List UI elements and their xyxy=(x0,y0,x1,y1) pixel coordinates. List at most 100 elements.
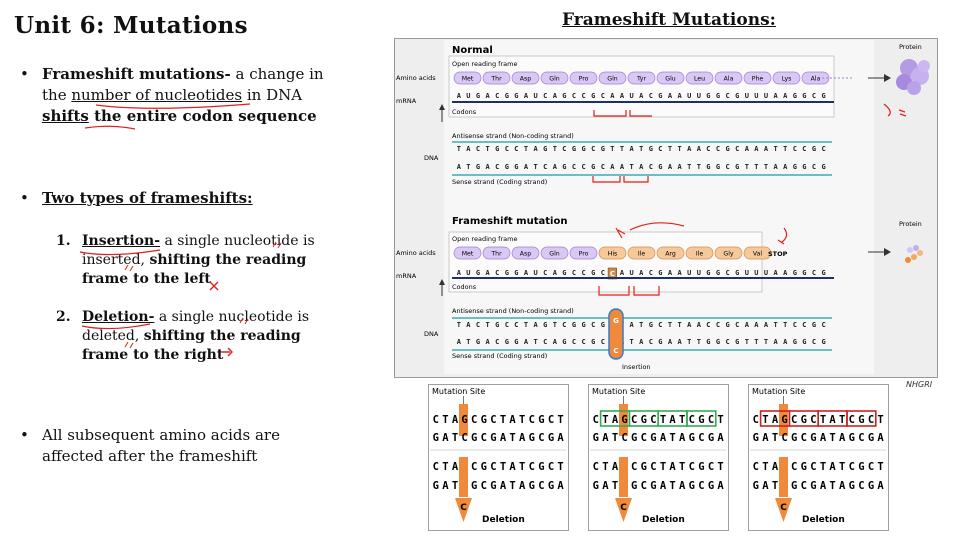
deletion-panels: Mutation SiteCGTAATGCCGGCCGTAATTACGGCCGT… xyxy=(428,384,889,531)
mut-amino-label: Amino acids xyxy=(396,249,436,257)
seq-letter: C xyxy=(593,461,599,473)
seq-letter: T xyxy=(612,432,618,444)
seq-letter: T xyxy=(679,461,685,473)
seq-letter: A xyxy=(557,480,564,492)
seq-letter: T xyxy=(602,461,608,473)
seq-letter: T xyxy=(519,461,525,473)
nucleotide-letter: G xyxy=(802,92,806,100)
mut-dna-label: DNA xyxy=(424,330,439,338)
nucleotide-letter: G xyxy=(495,321,499,329)
amino-acid-label: Val xyxy=(753,250,763,257)
amino-acid-label: Leu xyxy=(694,75,705,82)
seq-letter: A xyxy=(509,461,516,473)
amino-acid-bead xyxy=(598,71,627,85)
amino-acid-label: Asp xyxy=(520,75,531,82)
nucleotide-letter: A xyxy=(485,92,490,100)
nucleotide-letter: G xyxy=(572,145,576,153)
mut-codons-label: Codons xyxy=(452,283,477,291)
seq-letter: T xyxy=(557,414,563,426)
nucleotide-letter: U xyxy=(533,92,537,100)
seq-letter: G xyxy=(621,414,627,426)
nucleotide-letter: G xyxy=(658,269,662,277)
nucleotide-letter: T xyxy=(783,145,787,153)
nucleotide-letter: T xyxy=(745,163,749,171)
normal-protein-blob: Protein xyxy=(896,43,930,95)
normal-orf-label: Open reading frame xyxy=(452,60,517,68)
nucleotide-letter: A xyxy=(668,338,673,346)
nucleotide-letter: C xyxy=(495,163,499,171)
amino-acid-bead xyxy=(482,246,511,260)
nucleotide-letter: C xyxy=(495,92,499,100)
mutation-site-column xyxy=(619,404,628,436)
amino-acid-label: Gln xyxy=(549,250,560,257)
nucleotide-letter: A xyxy=(783,92,788,100)
seq-letter: C xyxy=(538,432,544,444)
nucleotide-letter: G xyxy=(591,163,595,171)
seq-letter: C xyxy=(433,414,439,426)
normal-codons-label: Codons xyxy=(452,108,477,116)
amino-acid-bead xyxy=(714,71,743,85)
seq-letter: T xyxy=(829,480,835,492)
nucleotide-letter: G xyxy=(793,92,797,100)
seq-letter: A xyxy=(772,414,779,426)
nucleotide-letter: A xyxy=(668,269,673,277)
nucleotide-letter: G xyxy=(514,163,518,171)
amino-acid-label: Ala xyxy=(724,75,734,82)
nucleotide-letter: G xyxy=(476,163,480,171)
amino-acid-label: Gln xyxy=(607,75,618,82)
amino-acid-bead xyxy=(656,71,685,85)
seq-letter: C xyxy=(810,414,816,426)
seq-letter: C xyxy=(650,461,656,473)
seq-letter: C xyxy=(490,461,496,473)
nucleotide-letter: T xyxy=(677,145,681,153)
nucleotide-letter: U xyxy=(466,92,470,100)
seq-letter: T xyxy=(877,461,883,473)
nucleotide-letter: U xyxy=(697,92,701,100)
nucleotide-letter: A xyxy=(773,92,778,100)
nucleotide-letter: C xyxy=(476,145,480,153)
nucleotide-letter: G xyxy=(562,92,566,100)
svg-text:C: C xyxy=(613,347,618,355)
nucleotide-letter: G xyxy=(581,145,585,153)
nucleotide-letter: A xyxy=(745,145,750,153)
seq-letter: C xyxy=(698,432,704,444)
seq-letter: C xyxy=(849,414,855,426)
seq-letter: G xyxy=(461,414,467,426)
seq-letter: T xyxy=(660,414,666,426)
seq-letter: A xyxy=(839,480,846,492)
nucleotide-letter: G xyxy=(476,92,480,100)
amino-acid-bead xyxy=(714,246,743,260)
nucleotide-letter: A xyxy=(687,321,692,329)
seq-letter: G xyxy=(708,480,714,492)
amino-acid-bead xyxy=(627,246,656,260)
nucleotide-letter: C xyxy=(572,338,576,346)
nucleotide-letter: C xyxy=(706,145,710,153)
seq-letter: A xyxy=(442,480,449,492)
nucleotide-letter: A xyxy=(524,92,529,100)
seq-letter: C xyxy=(641,480,647,492)
seq-letter: A xyxy=(442,432,449,444)
nucleotide-letter: C xyxy=(716,321,720,329)
nucleotide-letter: G xyxy=(735,338,739,346)
nucleotide-letter: A xyxy=(485,163,490,171)
seq-letter: T xyxy=(717,461,723,473)
nucleotide-letter: T xyxy=(466,163,470,171)
nucleotide-letter: G xyxy=(505,163,509,171)
amino-acid-label: Gly xyxy=(723,250,734,257)
nucleotide-letter: U xyxy=(764,92,768,100)
nucleotide-letter: A xyxy=(677,92,682,100)
seq-letter: G xyxy=(548,480,554,492)
nucleotide-letter: T xyxy=(457,145,461,153)
amino-acid-label: Phe xyxy=(752,75,764,82)
nucleotide-letter: U xyxy=(745,269,749,277)
nucleotide-letter: G xyxy=(505,338,509,346)
nucleotide-letter: G xyxy=(601,145,605,153)
nucleotide-letter: C xyxy=(725,163,729,171)
seq-letter: C xyxy=(868,461,874,473)
nucleotide-letter: A xyxy=(677,338,682,346)
nucleotide-letter: A xyxy=(764,321,769,329)
seq-letter: A xyxy=(602,480,609,492)
seq-letter: G xyxy=(810,432,816,444)
